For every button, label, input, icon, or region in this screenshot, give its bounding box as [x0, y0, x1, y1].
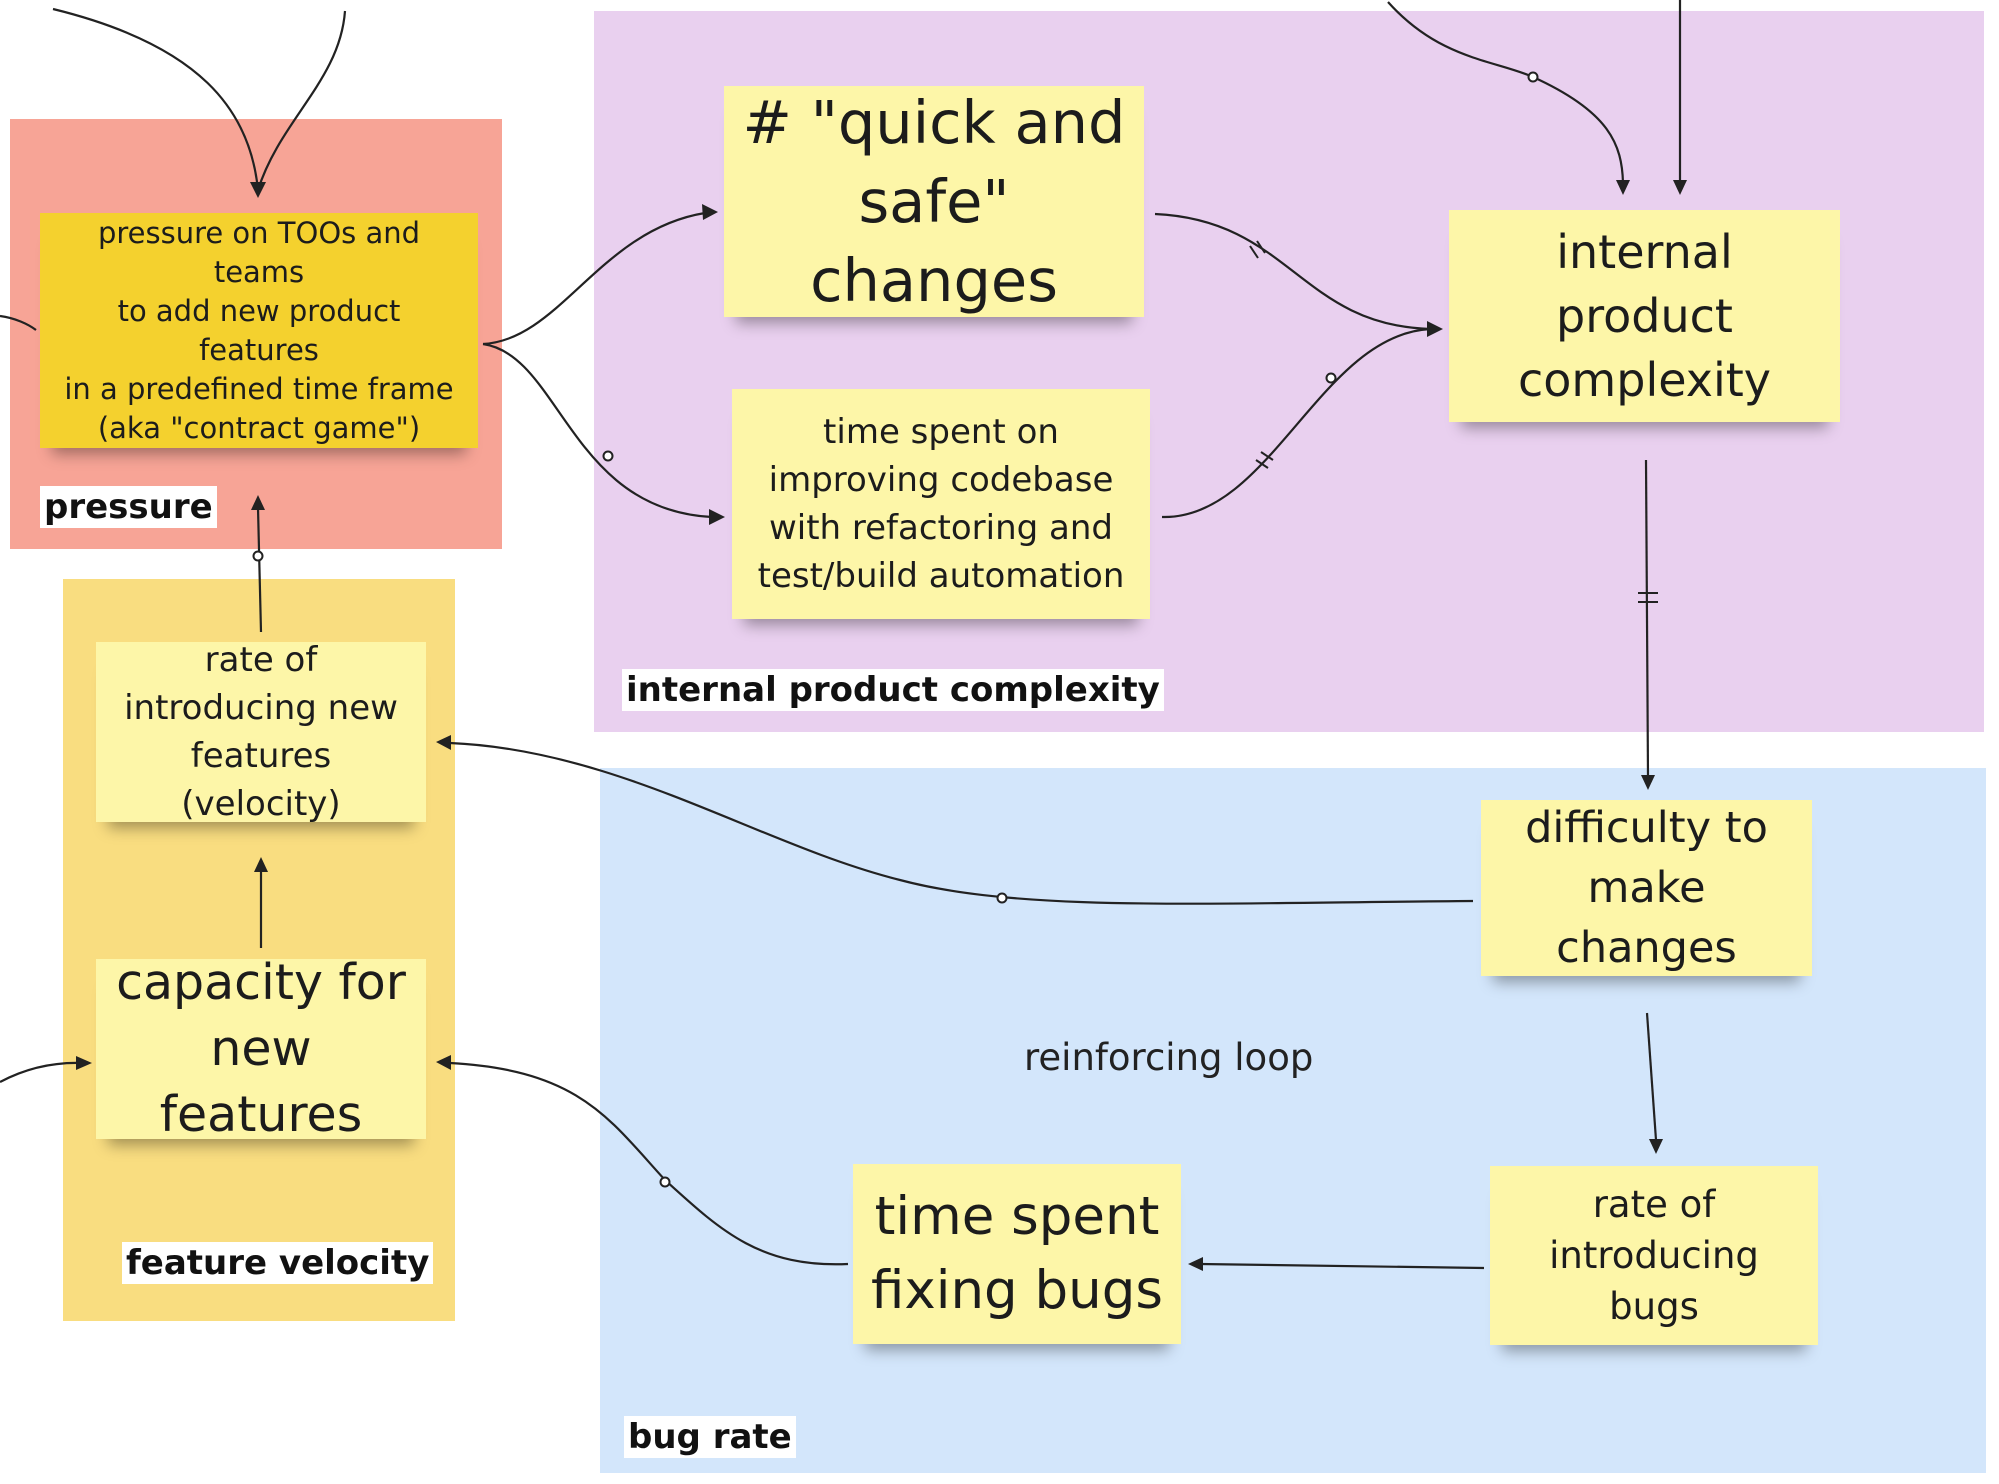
- opposite-marker: [602, 450, 614, 462]
- note-text-line: time spent on: [823, 412, 1059, 452]
- note-time-spent-codebase[interactable]: time spent on improving codebase with re…: [732, 389, 1150, 619]
- arrowhead: [251, 495, 265, 510]
- frame-title-internal-product-complexity: internal product complexity: [622, 669, 1164, 711]
- note-text-line: capacity for: [116, 954, 406, 1011]
- connector-into-pressure-right[interactable]: [256, 10, 347, 191]
- note-text-line: complexity: [1518, 353, 1771, 407]
- note-text-line: pressure on TOOs and teams: [97, 215, 421, 289]
- delay-marker: [1260, 451, 1274, 461]
- note-text-line: time spent: [874, 1186, 1160, 1247]
- connector-left-into-pressure[interactable]: [0, 314, 37, 331]
- connector-feature-rate-to-pressure[interactable]: [256, 507, 263, 633]
- note-difficulty-make-changes[interactable]: difficulty to make changes: [1481, 800, 1812, 976]
- delay-marker: [1249, 245, 1259, 259]
- connector-codebase-time-to-complexity[interactable]: [1161, 327, 1431, 519]
- arrowhead: [1188, 1257, 1203, 1271]
- note-text-line: in a predefined time frame: [64, 371, 454, 406]
- note-rate-introducing-bugs[interactable]: rate of introducing bugs: [1490, 1166, 1818, 1345]
- delay-marker: [1256, 240, 1266, 254]
- note-rate-new-features[interactable]: rate of introducing new features (veloci…: [96, 640, 426, 824]
- note-text-line: safe" changes: [810, 167, 1058, 315]
- note-text-line: improving codebase: [768, 460, 1114, 500]
- note-pressure-on-teams[interactable]: pressure on TOOs and teams to add new pr…: [40, 213, 478, 448]
- delay-marker: [1255, 459, 1269, 469]
- connector-fixing-time-to-capacity[interactable]: [449, 1061, 849, 1266]
- note-text-line: # "quick and: [742, 88, 1126, 157]
- arrowhead: [436, 1055, 451, 1070]
- frame-title-feature-velocity: feature velocity: [122, 1242, 434, 1284]
- arrowhead: [1616, 180, 1630, 195]
- opposite-marker: [252, 550, 264, 562]
- connector-difficulty-to-feature-rate[interactable]: [449, 741, 1474, 905]
- note-text-line: to add new product features: [117, 293, 401, 367]
- connector-into-pressure-left[interactable]: [52, 7, 260, 191]
- note-capacity-new-features[interactable]: capacity for new features: [96, 954, 426, 1143]
- note-text-line: introducing new: [124, 688, 398, 728]
- frame-title-bug-rate: bug rate: [624, 1416, 796, 1458]
- connector-pressure-to-quick-changes[interactable]: [482, 211, 706, 346]
- arrowhead: [702, 204, 718, 220]
- note-text-line: (aka "contract game"): [97, 410, 421, 445]
- note-text-line: rate of: [1592, 1183, 1716, 1226]
- note-quick-safe-changes[interactable]: # "quick and safe" changes: [724, 86, 1144, 317]
- note-text-line: internal product: [1556, 225, 1733, 343]
- note-text-line: test/build automation: [757, 556, 1125, 596]
- frame-title-pressure: pressure: [40, 486, 217, 528]
- arrowhead: [709, 509, 725, 525]
- connector-complexity-to-difficulty[interactable]: [1644, 459, 1650, 779]
- note-text-line: features (velocity): [181, 736, 341, 824]
- note-text-line: introducing bugs: [1549, 1234, 1759, 1328]
- opposite-marker: [1325, 372, 1337, 384]
- connector-difficulty-to-bug-rate[interactable]: [1645, 1012, 1658, 1141]
- arrowhead: [1427, 321, 1443, 337]
- note-text-line: new features: [159, 1020, 363, 1143]
- connector-top-into-complexity-a[interactable]: [1387, 1, 1625, 184]
- arrowhead: [1673, 180, 1687, 195]
- opposite-marker: [1527, 71, 1539, 83]
- connector-bug-rate-to-fixing-time[interactable]: [1199, 1262, 1485, 1270]
- opposite-marker: [996, 892, 1008, 904]
- arrowhead: [254, 857, 268, 872]
- arrowhead: [1649, 1139, 1663, 1154]
- note-text-line: make changes: [1556, 863, 1737, 973]
- connector-left-into-capacity[interactable]: [0, 1061, 85, 1083]
- arrowhead: [1641, 775, 1655, 790]
- note-text-line: difficulty to: [1525, 803, 1768, 853]
- reinforcing-loop-label: reinforcing loop: [1024, 1036, 1314, 1079]
- connector-pressure-to-codebase-time[interactable]: [482, 342, 713, 519]
- note-text-line: rate of: [204, 640, 318, 680]
- note-text-line: with refactoring and: [768, 508, 1114, 548]
- arrowhead: [436, 735, 451, 750]
- opposite-marker: [659, 1176, 671, 1188]
- note-time-fixing-bugs[interactable]: time spent fixing bugs: [853, 1164, 1181, 1344]
- connector-quick-changes-to-complexity[interactable]: [1154, 212, 1431, 331]
- arrowhead: [76, 1056, 92, 1070]
- note-text-line: fixing bugs: [870, 1260, 1164, 1321]
- arrowhead: [250, 182, 266, 198]
- note-internal-product-complexity[interactable]: internal product complexity: [1449, 210, 1840, 422]
